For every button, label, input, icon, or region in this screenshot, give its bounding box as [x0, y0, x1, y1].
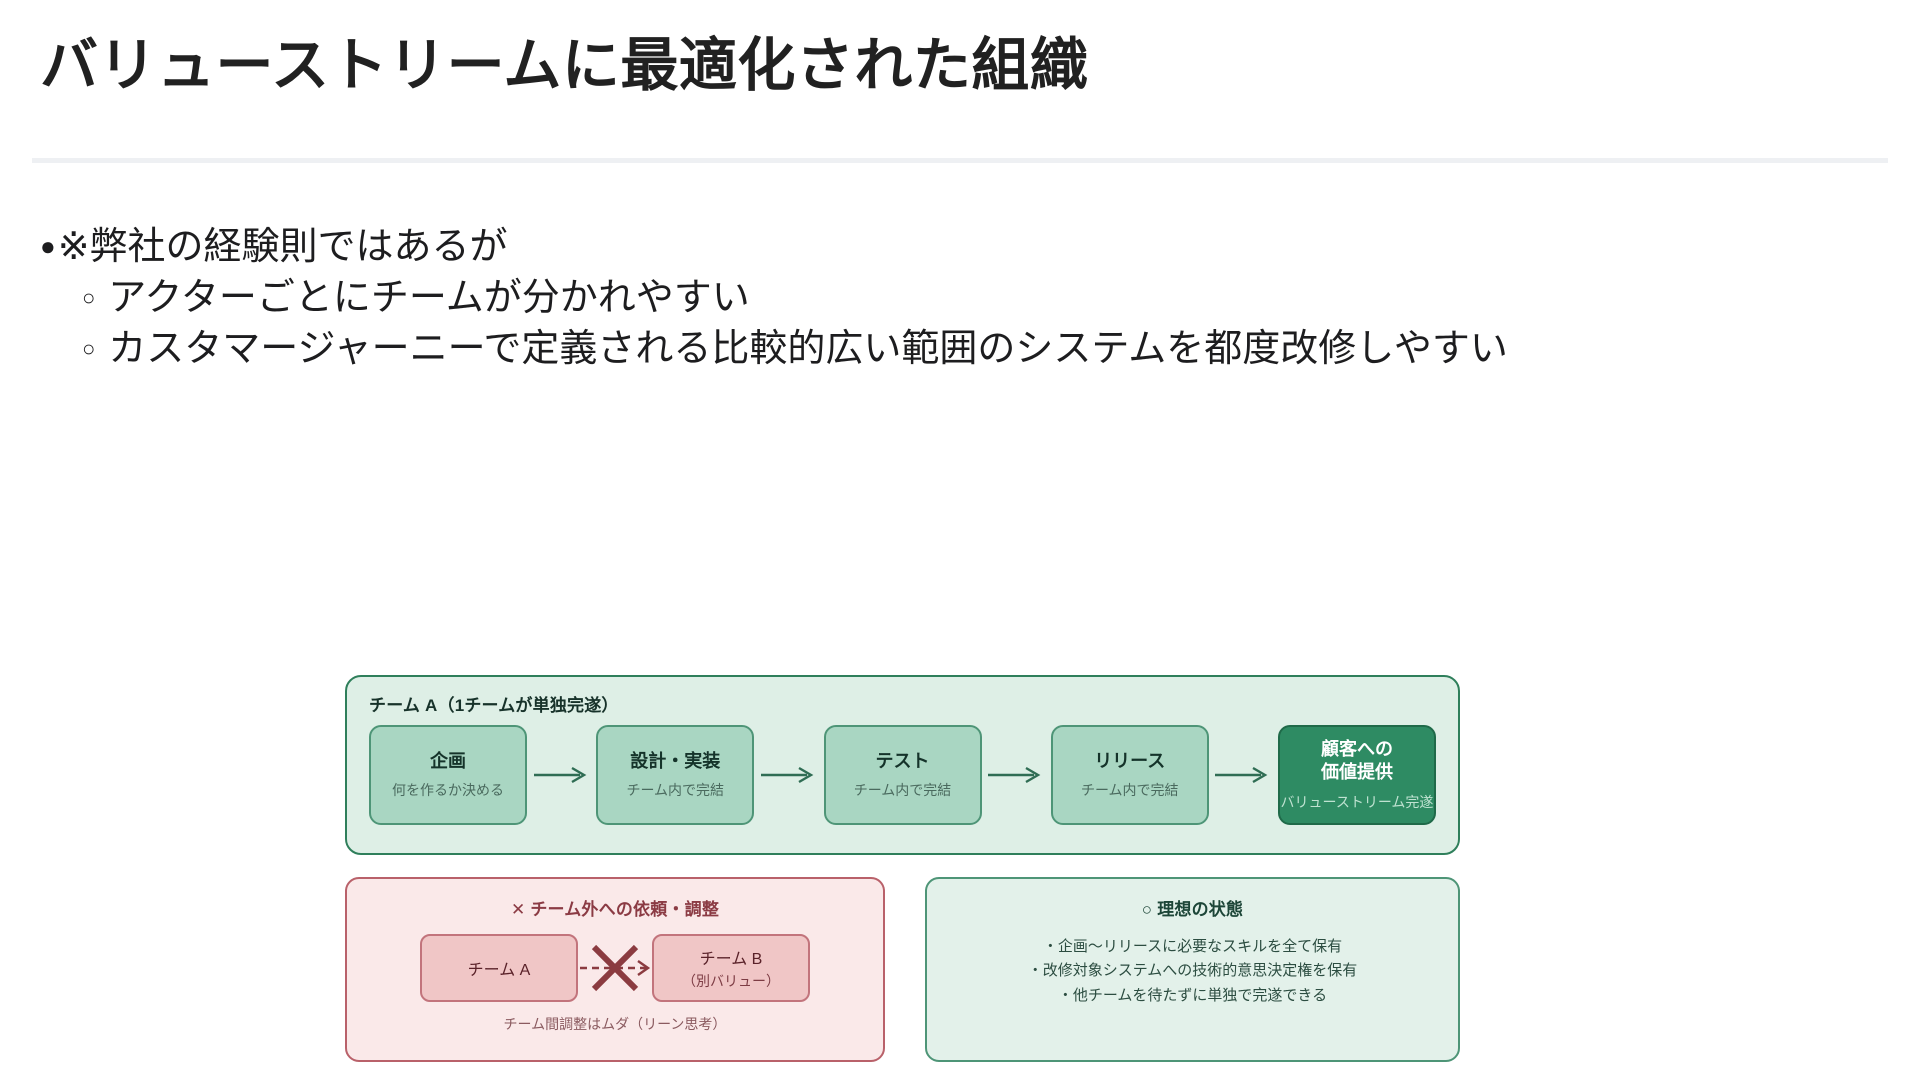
title-divider	[32, 158, 1888, 163]
bullet-list: ● ※弊社の経験則ではあるが ○ アクターごとにチームが分かれやすい ○ カスタ…	[40, 222, 1880, 375]
anti-pattern-heading: ✕ チーム外への依頼・調整	[510, 900, 720, 919]
teams-row: チーム A チーム B （別バリュー）	[365, 934, 865, 1002]
step-title: テスト	[875, 751, 930, 772]
ideal-state-item: ・改修対象システムへの技術的意思決定権を保有	[1027, 962, 1358, 980]
anti-pattern-panel: ✕ チーム外への依頼・調整 チーム A チーム B （別バリュー）	[345, 877, 885, 1062]
step-subtitle: バリューストリーム完遂	[1280, 794, 1434, 810]
arrow-icon	[754, 763, 823, 787]
team-chip-title: チーム A	[467, 962, 531, 979]
bullet-marker-hollow: ○	[82, 284, 96, 310]
comparison-row: ✕ チーム外への依頼・調整 チーム A チーム B （別バリュー）	[345, 877, 1460, 1062]
list-item-label: カスタマージャーニーで定義される比較的広い範囲のシステムを都度改修しやすい	[108, 327, 1508, 370]
ideal-state-heading: ○ 理想の状態	[1141, 900, 1244, 919]
step-subtitle: チーム内で完結	[626, 781, 725, 798]
flow-step-planning: 企画 何を作るか決める	[369, 725, 527, 825]
anti-pattern-footer: チーム間調整はムダ（リーン思考）	[503, 1016, 727, 1032]
list-item: ○ カスタマージャーニーで定義される比較的広い範囲のシステムを都度改修しやすい	[82, 324, 1880, 375]
team-chip-title: チーム B	[699, 951, 763, 968]
step-subtitle: 何を作るか決める	[392, 781, 504, 798]
arrow-icon	[982, 763, 1051, 787]
bullet-marker-hollow: ○	[82, 335, 96, 361]
team-chip-a: チーム A	[420, 934, 578, 1002]
list-item: ○ アクターごとにチームが分かれやすい	[82, 273, 1880, 324]
flow-row: 企画 何を作るか決める 設計・実装 チーム内で完結 テス	[369, 725, 1436, 825]
step-title: 企画	[430, 751, 466, 772]
list-item: ● ※弊社の経験則ではあるが	[40, 222, 1880, 273]
ideal-state-item: ・他チームを待たずに単独で完遂できる	[1057, 986, 1328, 1004]
value-stream-diagram: チーム A（1チームが単独完遂） 企画 何を作るか決める 設計・実装 チーム内で…	[345, 675, 1460, 1062]
flow-step-customer-value: 顧客への 価値提供 バリューストリーム完遂	[1278, 725, 1436, 825]
arrow-icon	[1209, 763, 1278, 787]
arrow-icon	[527, 763, 596, 787]
flow-step-test: テスト チーム内で完結	[823, 725, 982, 825]
list-item-label: ※弊社の経験則ではあるが	[57, 226, 508, 268]
team-chip-subtitle: （別バリュー）	[682, 973, 780, 989]
page-title: バリューストリームに最適化された組織	[40, 33, 1089, 98]
list-item-label: アクターごとにチームが分かれやすい	[108, 276, 750, 319]
team-a-container: チーム A（1チームが単独完遂） 企画 何を作るか決める 設計・実装 チーム内で…	[345, 675, 1460, 855]
ideal-state-item: ・企画〜リリースに必要なスキルを全て保有	[1042, 938, 1343, 955]
flow-step-design-implementation: 設計・実装 チーム内で完結	[596, 725, 755, 825]
blocked-dependency-icon	[578, 938, 652, 998]
team-chip-b: チーム B （別バリュー）	[652, 934, 810, 1002]
team-a-label: チーム A（1チームが単独完遂）	[369, 696, 619, 715]
ideal-state-list: ・企画〜リリースに必要なスキルを全て保有 ・改修対象システムへの技術的意思決定権…	[945, 935, 1440, 1008]
step-title-line2: 価値提供	[1321, 761, 1393, 782]
step-title: 設計・実装	[630, 751, 721, 772]
ideal-state-panel: ○ 理想の状態 ・企画〜リリースに必要なスキルを全て保有 ・改修対象システムへの…	[925, 877, 1460, 1062]
step-subtitle: チーム内で完結	[1080, 781, 1179, 798]
step-title-line1: 顧客への	[1321, 739, 1393, 759]
flow-step-release: リリース チーム内で完結	[1050, 725, 1209, 825]
step-subtitle: チーム内で完結	[853, 781, 952, 798]
step-title: リリース	[1094, 751, 1166, 772]
bullet-marker-filled: ●	[40, 231, 56, 261]
